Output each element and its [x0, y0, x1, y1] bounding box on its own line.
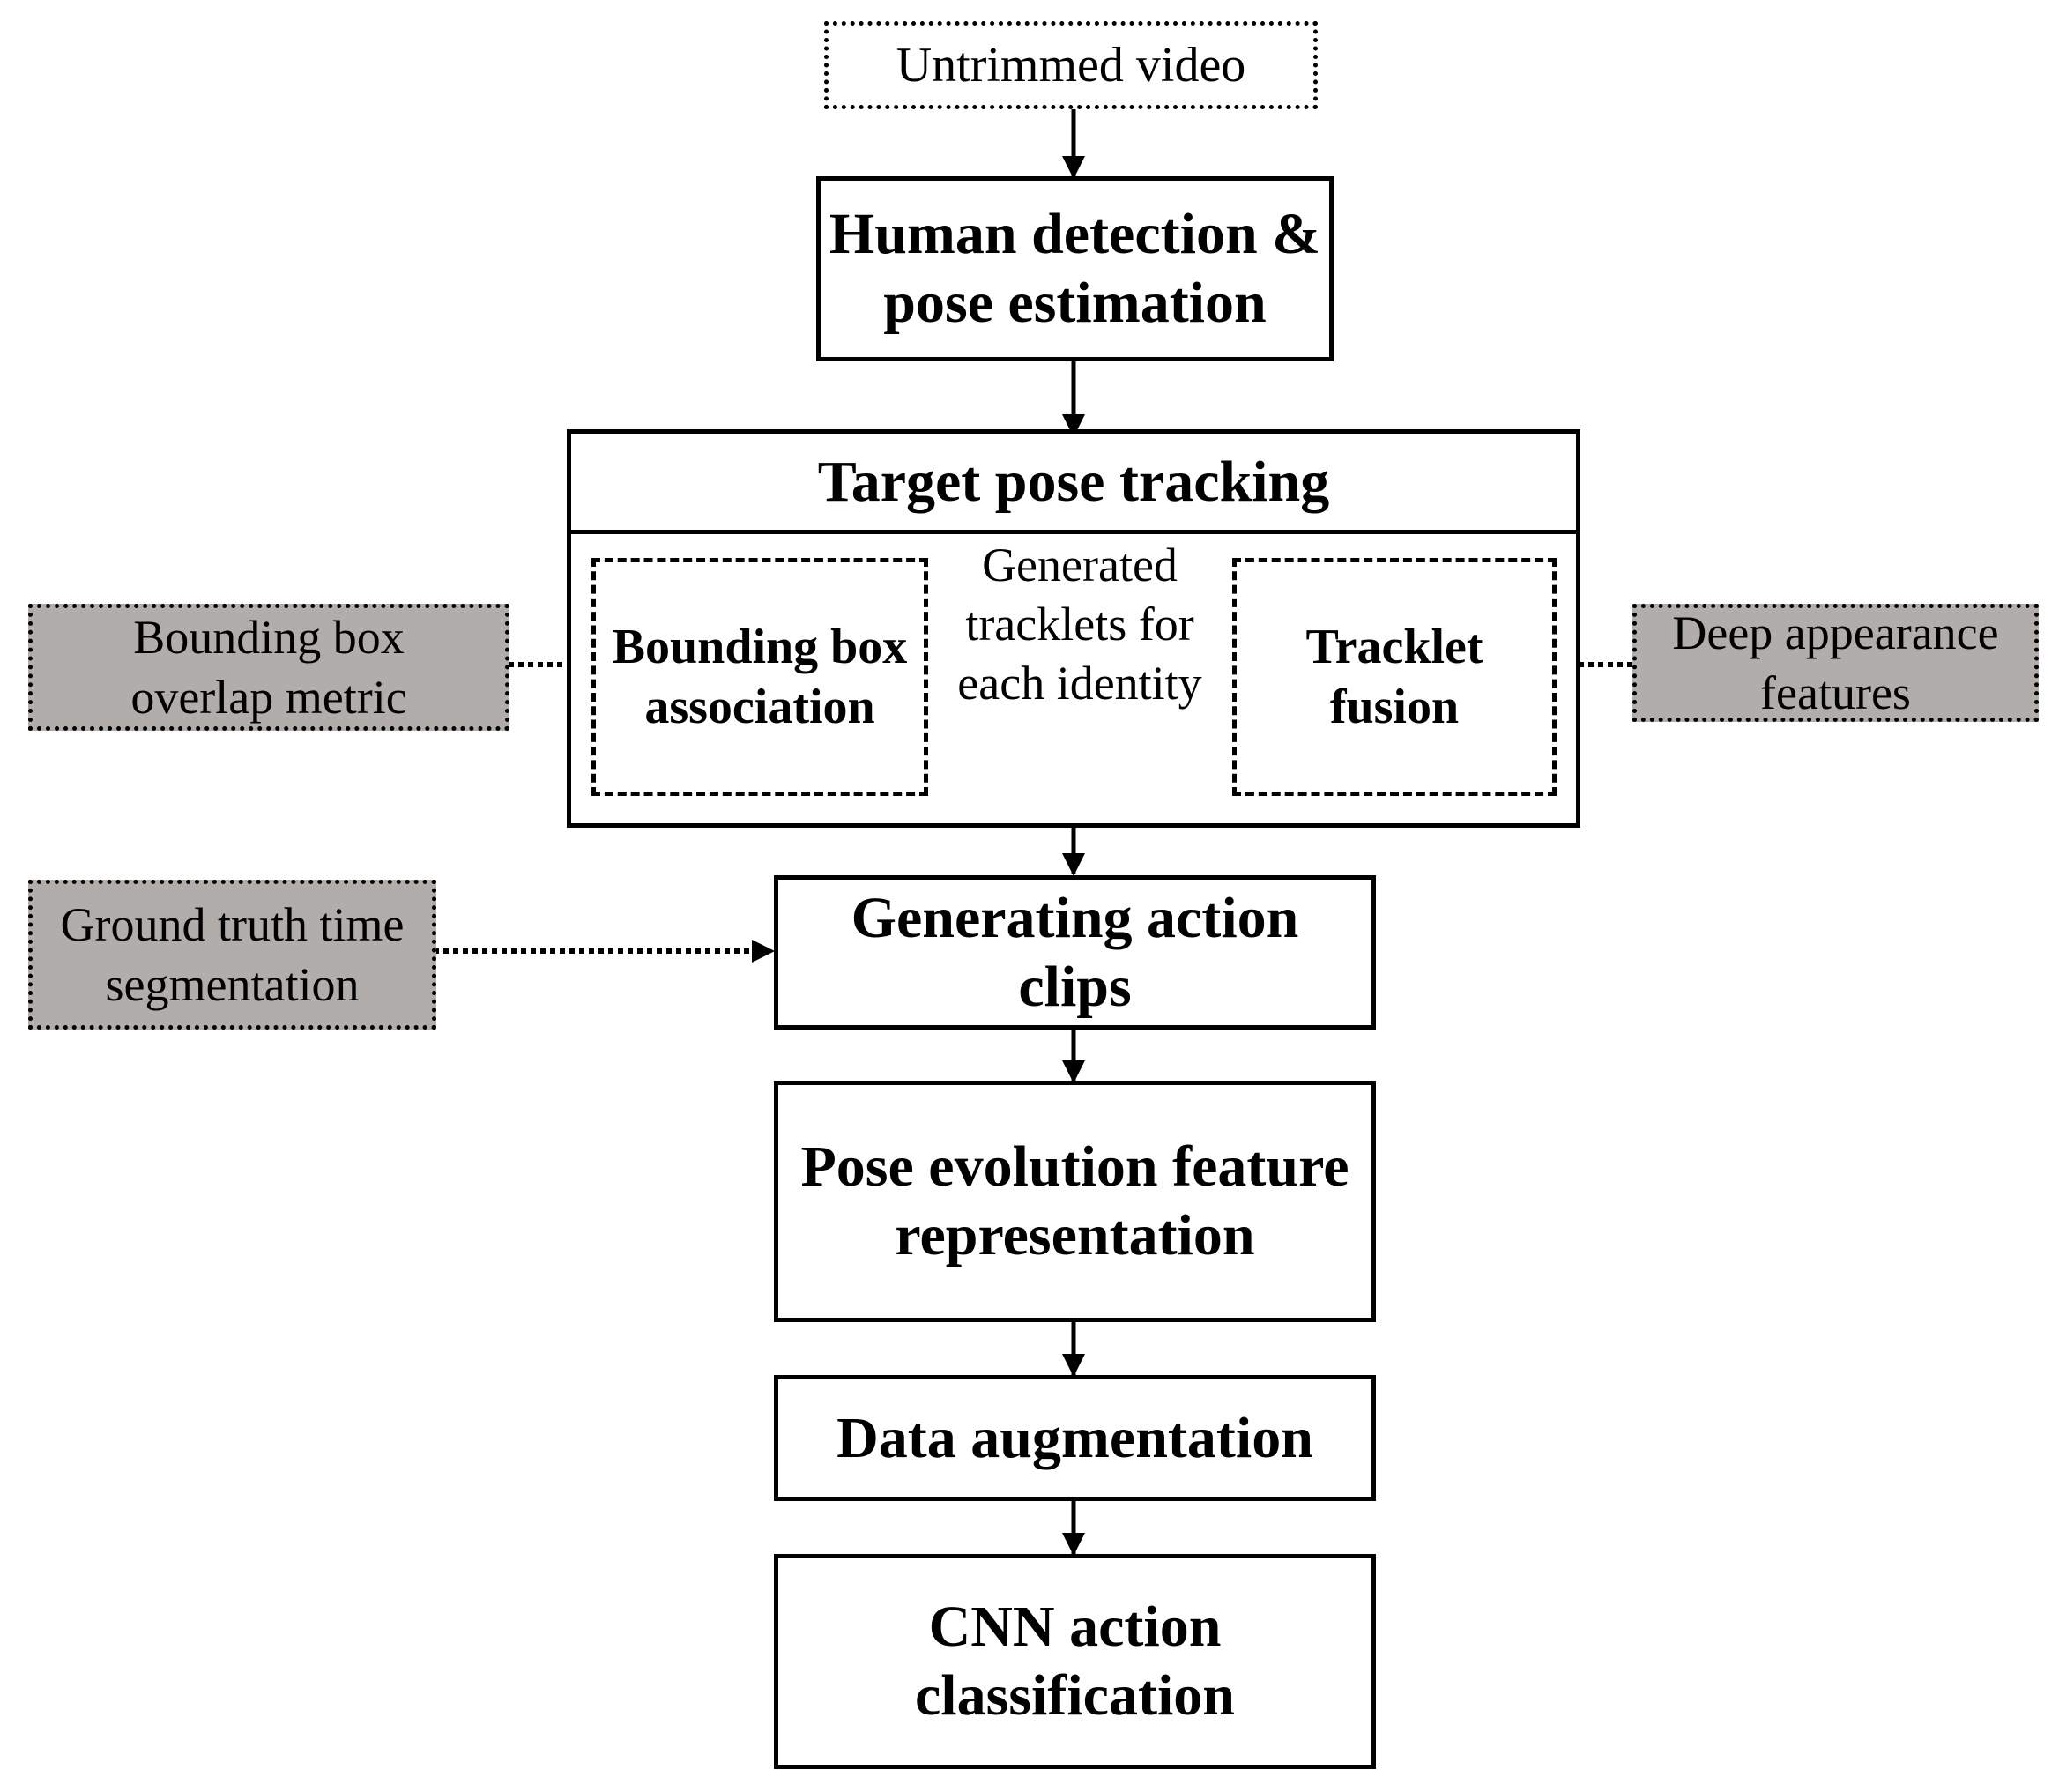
edge-label-line1: Generated: [982, 539, 1178, 591]
human-detection-node: Human detection & pose estimation: [816, 176, 1334, 361]
association-label-line2: association: [644, 680, 875, 734]
fusion-label-line1: Tracklet: [1305, 620, 1483, 674]
bounding-box-association-node: Bounding box association: [591, 558, 928, 796]
ground-truth-label-line1: Ground truth time: [60, 898, 405, 951]
pose-evolution-feature-node: Pose evolution feature representation: [774, 1081, 1376, 1322]
target-pose-tracking-container: Target pose tracking: [567, 429, 1580, 828]
generated-tracklets-edge-label: Generated tracklets for each identity: [934, 536, 1225, 713]
classification-label-line2: classification: [915, 1663, 1235, 1728]
augmentation-label: Data augmentation: [836, 1405, 1313, 1470]
overlap-metric-input: Bounding box overlap metric: [28, 604, 509, 731]
appearance-label-line2: features: [1760, 666, 1911, 719]
classification-label-line1: CNN action: [928, 1595, 1222, 1659]
overlap-metric-label-line2: overlap metric: [130, 671, 407, 724]
appearance-features-input: Deep appearance features: [1632, 604, 2039, 722]
target-pose-tracking-title: Target pose tracking: [817, 449, 1330, 514]
target-pose-tracking-title-bar: Target pose tracking: [571, 434, 1576, 534]
edge-label-line3: each identity: [957, 657, 1202, 710]
clips-label-line2: clips: [1018, 954, 1132, 1019]
generating-action-clips-node: Generating action clips: [774, 875, 1376, 1030]
tracklet-fusion-node: Tracklet fusion: [1232, 558, 1557, 796]
human-detection-label-line1: Human detection &: [829, 202, 1321, 266]
clips-label-line1: Generating action: [851, 885, 1299, 950]
fusion-label-line2: fusion: [1329, 680, 1460, 734]
ground-truth-label-line2: segmentation: [105, 958, 360, 1011]
feature-label-line1: Pose evolution feature: [800, 1134, 1349, 1199]
appearance-label-line1: Deep appearance: [1672, 606, 1999, 659]
association-label-line1: Bounding box: [612, 620, 908, 674]
ground-truth-segmentation-input: Ground truth time segmentation: [28, 880, 436, 1030]
untrimmed-video-node: Untrimmed video: [824, 21, 1318, 109]
feature-label-line2: representation: [895, 1203, 1255, 1268]
edge-label-line2: tracklets for: [965, 598, 1194, 651]
overlap-metric-label-line1: Bounding box: [133, 611, 405, 664]
human-detection-label-line2: pose estimation: [883, 271, 1267, 335]
untrimmed-video-label: Untrimmed video: [896, 38, 1246, 93]
data-augmentation-node: Data augmentation: [774, 1375, 1376, 1501]
cnn-action-classification-node: CNN action classification: [774, 1554, 1376, 1769]
